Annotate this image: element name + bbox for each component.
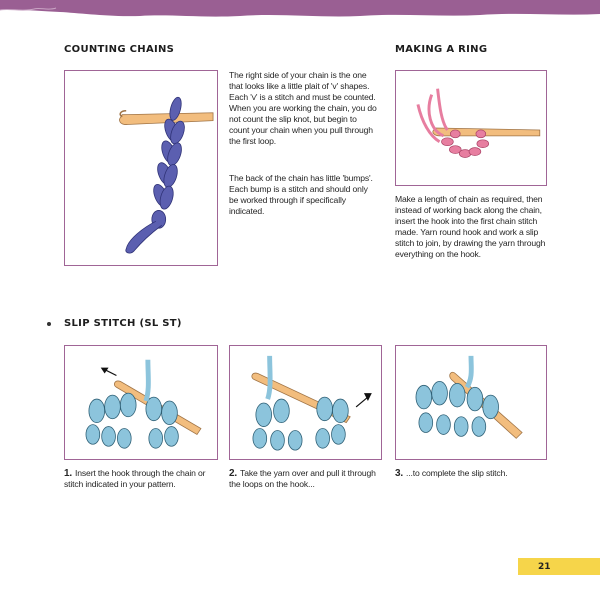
making-a-ring-heading: MAKING A RING	[395, 44, 488, 55]
counting-chains-paragraph-1: The right side of your chain is the one …	[229, 70, 377, 146]
top-decorative-band	[0, 0, 600, 17]
step-number: 2.	[229, 468, 238, 479]
counting-chains-illustration	[64, 70, 218, 266]
step-text: Take the yarn over and pull it through t…	[229, 468, 376, 489]
slip-stitch-step-2-caption: 2.Take the yarn over and pull it through…	[229, 468, 382, 490]
slip-stitch-heading: SLIP STITCH (SL ST)	[64, 318, 182, 329]
slip-stitch-step-1-illustration	[64, 345, 218, 460]
making-a-ring-paragraph: Make a length of chain as required, then…	[395, 194, 546, 259]
slip-stitch-step-1-caption: 1.Insert the hook through the chain or s…	[64, 468, 218, 490]
slip-stitch-step-3-drawing	[415, 355, 523, 439]
page-number: 21	[538, 561, 551, 572]
counting-chains-paragraph-2: The back of the chain has little 'bumps'…	[229, 173, 373, 216]
step-number: 3.	[395, 468, 404, 479]
step-text: ...to complete the slip stitch.	[406, 468, 508, 478]
slip-stitch-step-3-illustration	[395, 345, 547, 460]
step-text: Insert the hook through the chain or sti…	[64, 468, 206, 489]
counting-chains-heading: COUNTING CHAINS	[64, 44, 175, 55]
slip-stitch-step-2-drawing	[251, 355, 372, 451]
bullet-dot	[47, 322, 51, 326]
slip-stitch-step-2-illustration	[229, 345, 382, 460]
making-a-ring-illustration	[395, 70, 547, 186]
page-number-tab: 21	[518, 558, 600, 575]
slip-stitch-step-3-caption: 3....to complete the slip stitch.	[395, 468, 547, 479]
chain-and-hook-drawing	[119, 96, 214, 254]
step-number: 1.	[64, 468, 73, 479]
ring-and-hook-drawing	[416, 88, 541, 158]
slip-stitch-step-1-drawing	[85, 359, 202, 449]
